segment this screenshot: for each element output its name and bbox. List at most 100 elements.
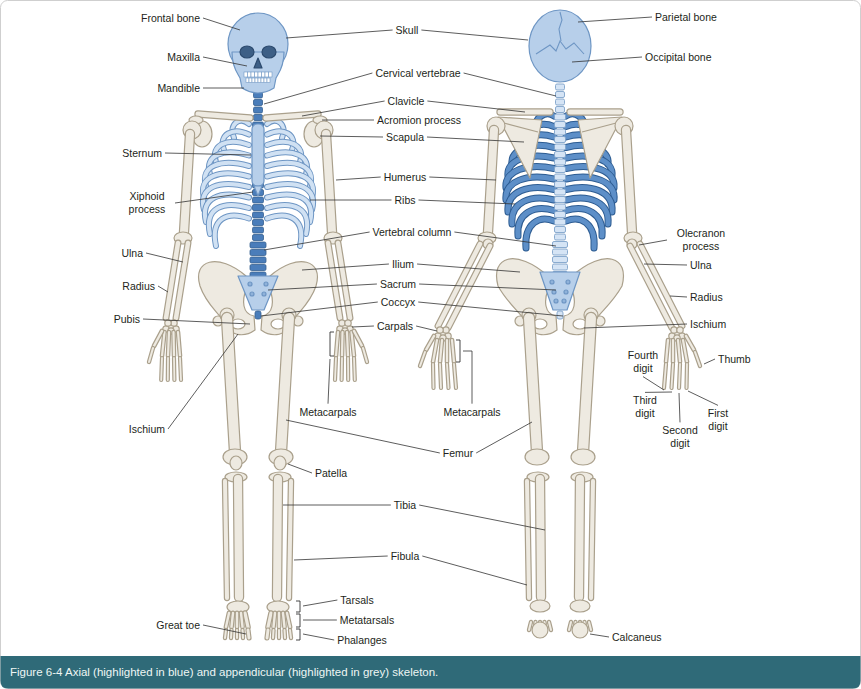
- tooth: [264, 78, 267, 83]
- vertebra: [555, 197, 566, 203]
- toe-phalanx: [271, 630, 276, 638]
- part-label: Metacarpals: [443, 406, 500, 419]
- finger-phalanx: [679, 364, 680, 388]
- vertebra: [253, 235, 264, 241]
- part-label: Sacrum: [380, 278, 416, 291]
- thumb-metacarpal: [354, 331, 362, 346]
- cranium-back: [529, 10, 591, 82]
- fibula: [289, 481, 291, 598]
- clavicle: [570, 110, 620, 115]
- vertebra: [253, 212, 264, 218]
- radius: [166, 243, 178, 318]
- toe-phalanx: [290, 630, 291, 638]
- metacarpal: [672, 340, 674, 362]
- leader-line: [203, 625, 246, 634]
- finger-phalanx: [447, 364, 449, 388]
- finger-phalanx: [352, 358, 357, 380]
- metatarsal: [274, 613, 276, 627]
- leader-line: [303, 620, 337, 621]
- leader-line: [302, 101, 385, 116]
- vertebra: [253, 220, 264, 226]
- thumb-phalanx: [363, 348, 367, 362]
- part-label: Ulna: [690, 259, 712, 272]
- part-label: Patella: [315, 467, 347, 480]
- vertebra: [555, 167, 566, 173]
- carpal: [165, 320, 171, 326]
- vertebra: [250, 265, 266, 271]
- lambdoid-suture: [536, 41, 584, 54]
- humerus: [488, 130, 494, 232]
- leader-line: [310, 200, 391, 201]
- leader-line: [639, 240, 667, 245]
- leader-line: [336, 177, 381, 180]
- part-label: Vertebral column: [373, 226, 452, 239]
- part-label: Phalanges: [337, 634, 387, 647]
- leader-lines: [143, 17, 718, 640]
- humerus: [184, 134, 190, 232]
- femur: [227, 318, 235, 452]
- leader-line: [264, 232, 370, 250]
- finger-phalanx: [454, 364, 456, 388]
- finger-phalanx: [180, 358, 181, 380]
- bracket: [296, 601, 300, 612]
- tooth: [262, 72, 266, 77]
- metacarpal: [446, 340, 448, 362]
- finger-phalanx: [335, 358, 336, 380]
- finger-phalanx: [447, 364, 449, 388]
- leader-line: [294, 556, 388, 560]
- metacarpal: [452, 340, 454, 362]
- humerus: [626, 130, 632, 232]
- metatarsal: [268, 613, 271, 627]
- leader-line: [454, 232, 556, 246]
- sacral-foramen: [566, 280, 570, 284]
- rib: [566, 219, 594, 248]
- metatarsal: [268, 613, 271, 627]
- part-label: Occipital bone: [645, 51, 712, 64]
- eye-socket: [240, 46, 254, 58]
- clavicle: [570, 108, 620, 115]
- part-label: Maxilla: [167, 51, 200, 64]
- fibula: [225, 481, 227, 598]
- toe-phalanx: [267, 630, 268, 638]
- part-label: Ilium: [392, 258, 414, 271]
- rib: [267, 216, 301, 246]
- leader-line: [203, 57, 247, 66]
- toe: [529, 622, 531, 630]
- fibula: [527, 481, 529, 598]
- vertebra: [555, 129, 566, 135]
- vertebra: [253, 197, 264, 203]
- brackets: [296, 332, 460, 640]
- fibula: [527, 481, 529, 598]
- leader-line: [572, 57, 642, 62]
- part-label: Olecranon process: [670, 227, 732, 252]
- clavicle: [198, 114, 250, 118]
- toe-phalanx: [290, 630, 291, 638]
- leader-line: [645, 392, 672, 393]
- metacarpal: [336, 332, 338, 356]
- vertebra: [556, 92, 565, 98]
- metacarpal: [683, 340, 687, 362]
- finger-phalanx: [159, 358, 164, 380]
- part-label: Scapula: [386, 131, 424, 144]
- rib: [267, 216, 301, 246]
- finger-phalanx: [340, 358, 345, 380]
- leader-line: [670, 296, 687, 297]
- metacarpal: [347, 332, 348, 356]
- metatarsal: [287, 613, 290, 627]
- metacarpal: [336, 332, 338, 356]
- toe-phalanx: [282, 630, 287, 638]
- figure-caption: Figure 6-4 Axial (highlighted in blue) a…: [10, 656, 438, 689]
- metacarpal: [352, 332, 355, 356]
- leader-line: [643, 377, 664, 390]
- leader-line: [590, 634, 609, 637]
- vertebra: [555, 144, 566, 150]
- part-label: Pubis: [114, 313, 140, 326]
- tooth: [269, 72, 273, 77]
- leader-line: [146, 253, 183, 262]
- metacarpal: [162, 332, 165, 356]
- leader-line: [264, 73, 372, 104]
- tooth: [258, 78, 261, 83]
- metatarsal: [241, 613, 243, 627]
- metatarsal: [283, 613, 285, 627]
